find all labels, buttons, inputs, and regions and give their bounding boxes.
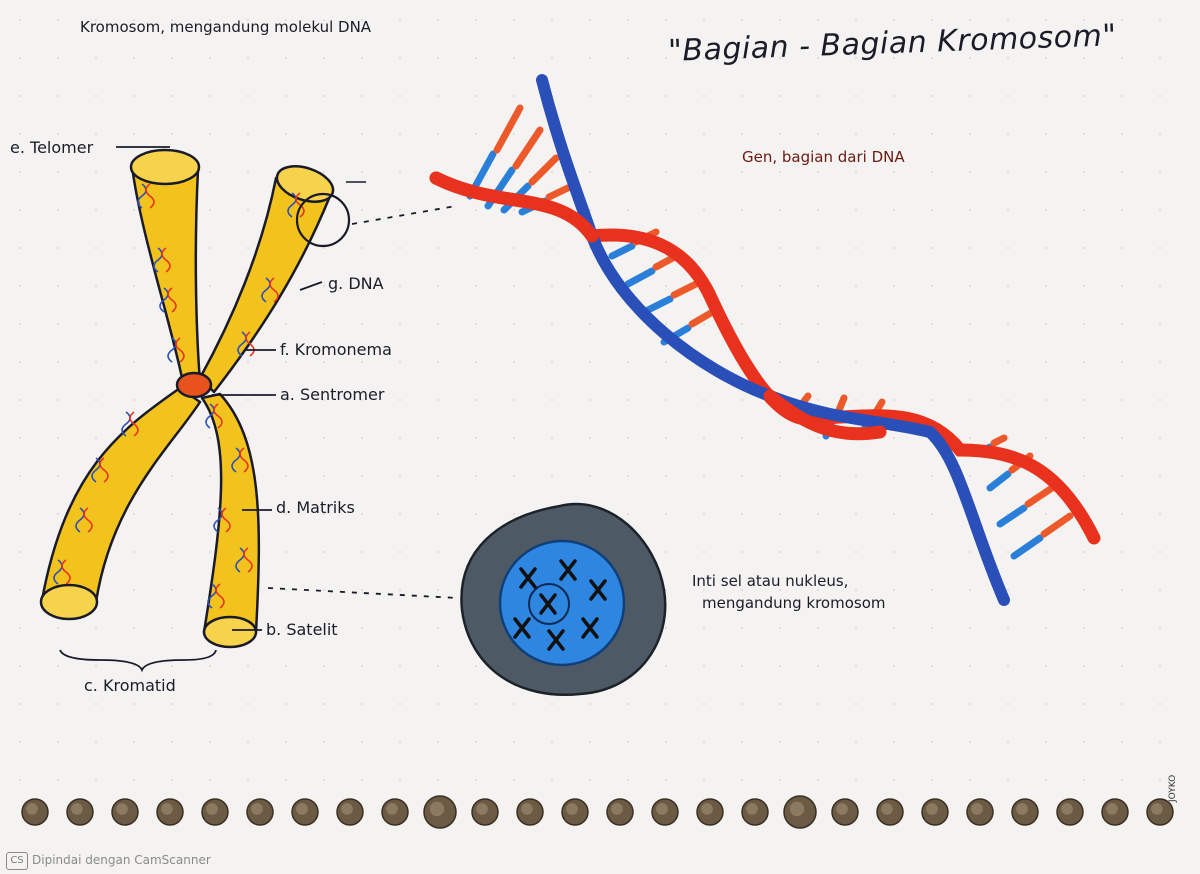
dna-strand-red-mid — [763, 389, 887, 441]
binder-hole-shine — [386, 803, 398, 815]
mini-chromosome — [589, 579, 607, 601]
dna-squiggle — [91, 457, 109, 483]
dna-squiggle — [121, 411, 139, 437]
dna-squiggle — [75, 507, 93, 533]
mini-chromosome — [547, 629, 565, 651]
dna-squiggle — [261, 277, 279, 303]
base-pair — [640, 278, 704, 316]
binder-hole-shine — [1061, 803, 1073, 815]
dna-backbones — [429, 74, 1101, 606]
dna-squiggle — [205, 403, 223, 429]
binder-hole-shine — [789, 801, 805, 817]
telomere-cap-lower-right — [202, 615, 258, 649]
binder-hole-shine — [971, 803, 983, 815]
label-kromatid: c. Kromatid — [84, 676, 176, 695]
chromatid-arm-upper-left — [130, 164, 202, 384]
binder-hole-shine — [1016, 803, 1028, 815]
dna-squiggle — [213, 507, 231, 533]
dna-squiggle — [235, 547, 253, 573]
binder-hole-shine — [1106, 803, 1118, 815]
binder-hole-shine — [476, 803, 488, 815]
dna-squiggle — [207, 583, 225, 609]
mini-chromosome — [519, 567, 537, 589]
dna-squiggle — [231, 447, 249, 473]
binder-hole-shine — [71, 803, 83, 815]
leader-lines — [59, 146, 459, 673]
label-telomer: e. Telomer — [10, 138, 94, 157]
top-caption: Kromosom, mengandung molekul DNA — [80, 18, 372, 36]
label-sentromer: a. Sentromer — [280, 385, 385, 404]
base-pair — [1010, 512, 1074, 560]
dna-squiggle — [137, 183, 155, 209]
binder-hole-shine — [521, 803, 533, 815]
base-pair — [996, 484, 1056, 528]
dna-squiggle — [237, 331, 255, 357]
binder-holes — [21, 795, 1174, 829]
chromosome — [39, 148, 335, 649]
label-satelit: b. Satelit — [266, 620, 338, 639]
binder-hole-shine — [161, 803, 173, 815]
mini-chromosome — [559, 559, 577, 581]
binder-hole-shine — [206, 803, 218, 815]
zoom-dotted-dna — [351, 205, 457, 225]
binder-hole-shine — [566, 803, 578, 815]
binder-hole-shine — [26, 803, 38, 815]
dot-grid — [19, 19, 1161, 781]
binder-hole-shine — [701, 803, 713, 815]
binder-hole-shine — [746, 803, 758, 815]
label-matriks: d. Matriks — [276, 498, 355, 517]
scanner-footer: CS Dipindai dengan CamScanner — [0, 848, 1200, 874]
nucleus-chromosomes — [513, 559, 607, 651]
dna-squiggle — [53, 559, 71, 585]
zoom-dotted-nucleus — [267, 587, 459, 599]
dna-squiggle — [287, 192, 305, 218]
cell-nucleus — [460, 502, 667, 696]
nucleus-caption-line1: Inti sel atau nukleus, — [692, 572, 849, 590]
telomere-cap-upper-left — [129, 148, 201, 186]
mini-chromosome — [513, 617, 531, 639]
label-dna: g. DNA — [328, 274, 384, 293]
binder-hole-shine — [296, 803, 308, 815]
binder-hole-shine — [656, 803, 668, 815]
nucleus-caption: Inti sel atau nukleus, mengandung kromos… — [692, 570, 886, 614]
binder-hole-shine — [341, 803, 353, 815]
kromatid-bracket — [59, 649, 217, 673]
binder-hole-shine — [116, 803, 128, 815]
binder-hole-shine — [836, 803, 848, 815]
kromonema-squiggles — [53, 183, 305, 609]
dna-base-pairs — [466, 104, 1074, 560]
brand-mark: JOYKO — [1168, 774, 1178, 802]
telomere-cap-upper-right — [275, 165, 335, 203]
magnifier-circle — [295, 192, 351, 248]
binder-hole-shine — [611, 803, 623, 815]
binder-hole-shine — [926, 803, 938, 815]
mini-chromosome — [539, 593, 557, 615]
scanner-watermark: Dipindai dengan CamScanner — [32, 853, 211, 867]
camscanner-logo-icon: CS — [6, 852, 28, 870]
chromatid-arm-lower-left — [40, 386, 202, 604]
binder-hole-shine — [251, 803, 263, 815]
binder-hole-shine — [429, 801, 445, 817]
base-pair — [466, 104, 524, 200]
nucleus-caption-line2: mengandung kromosom — [702, 594, 886, 612]
chromatid-arm-upper-right — [198, 176, 332, 394]
binder-hole-shine — [881, 803, 893, 815]
leader-dna — [299, 281, 323, 291]
centromere — [175, 371, 213, 399]
nucleolus — [528, 583, 570, 625]
binder-hole-shine — [1151, 803, 1163, 815]
label-kromonema: f. Kromonema — [280, 340, 392, 359]
telomere-cap-lower-left — [39, 583, 99, 621]
dna-squiggle — [167, 337, 185, 363]
dna-squiggle — [159, 287, 177, 313]
dna-squiggle — [153, 247, 171, 273]
dna-strand-red-front — [429, 171, 599, 243]
mini-chromosome — [581, 617, 599, 639]
gene-caption: Gen, bagian dari DNA — [742, 148, 905, 166]
